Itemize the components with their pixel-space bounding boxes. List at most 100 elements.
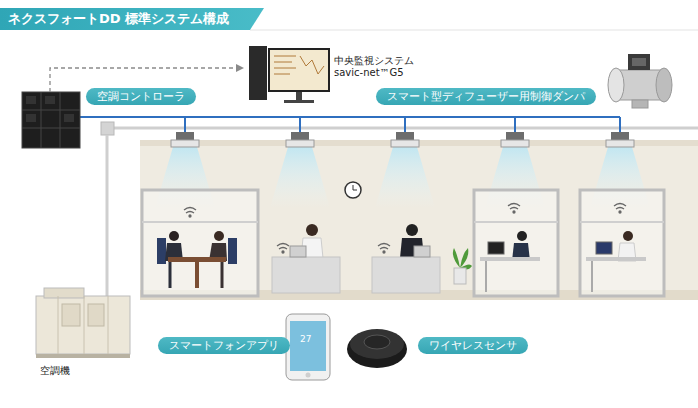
desk-workers-part bbox=[290, 246, 306, 257]
air-handling-unit bbox=[36, 288, 130, 358]
room-workers-part bbox=[480, 257, 540, 261]
label-pill: スマート型ディフューザー用制御ダンパ bbox=[376, 88, 596, 105]
monitoring-pc-part bbox=[268, 48, 330, 92]
controller-cabinet-part bbox=[22, 92, 80, 148]
glass-room-shelves-part bbox=[580, 221, 664, 223]
text-label: savic-net™G5 bbox=[334, 67, 404, 78]
room-workers-part bbox=[517, 231, 527, 241]
plant bbox=[453, 248, 472, 284]
pill-text: スマートフォンアプリ bbox=[158, 337, 290, 354]
control-wiring bbox=[80, 117, 620, 133]
room-workers-part bbox=[623, 231, 633, 241]
monitoring-pc-part bbox=[296, 92, 302, 100]
damper-unit-part bbox=[628, 54, 650, 70]
glass-room-shelves-part bbox=[142, 221, 258, 223]
room-workers bbox=[480, 231, 646, 292]
damper-unit-part bbox=[608, 68, 624, 102]
controller-cabinet bbox=[22, 92, 80, 148]
air-handling-unit-part bbox=[36, 354, 130, 358]
wall-clock-part bbox=[353, 190, 357, 191]
text-label: 27 bbox=[300, 334, 311, 344]
controller-cabinet-part bbox=[26, 114, 36, 122]
damper-unit bbox=[608, 54, 672, 108]
meeting-people-part bbox=[168, 257, 226, 262]
office-room-part bbox=[140, 140, 698, 300]
wifi-icons-part bbox=[184, 208, 196, 214]
glass-rooms-part bbox=[580, 190, 664, 296]
title-text: ネクスフォートDD 標準システム構成 bbox=[0, 8, 264, 30]
meeting-people-part bbox=[221, 262, 224, 288]
diffusers-part bbox=[391, 140, 419, 147]
diffusers-part bbox=[396, 132, 414, 140]
wireless-sensor-part bbox=[347, 330, 407, 368]
controller-cabinet-part bbox=[22, 92, 80, 148]
duct-line-part bbox=[101, 122, 114, 135]
glass-rooms-part bbox=[142, 190, 258, 296]
duct-line-part bbox=[106, 135, 109, 296]
pill-text: ワイヤレスセンサ bbox=[418, 337, 528, 354]
label-pill: 空調コントローラ bbox=[86, 88, 196, 105]
room-workers-part bbox=[586, 257, 646, 261]
air-handling-unit-part bbox=[44, 288, 84, 298]
meeting-people-part bbox=[169, 231, 179, 241]
meeting-people-part bbox=[157, 238, 166, 264]
control-wiring-part bbox=[619, 117, 621, 133]
diffusers-part bbox=[291, 132, 309, 140]
wifi-icons-part bbox=[383, 251, 385, 253]
room-workers-part bbox=[591, 261, 593, 292]
control-wiring-part bbox=[404, 117, 406, 133]
control-wiring-part bbox=[299, 117, 301, 133]
wall-clock bbox=[345, 182, 361, 198]
label-pill: ワイヤレスセンサ bbox=[418, 337, 528, 354]
air-handling-unit-part bbox=[62, 304, 80, 326]
control-wiring-part bbox=[80, 116, 620, 118]
glass-rooms bbox=[142, 190, 664, 296]
wireless-sensor-part bbox=[350, 329, 404, 359]
smartphone-part bbox=[286, 314, 330, 380]
desk-workers-part bbox=[272, 257, 340, 293]
monitoring-link-part bbox=[236, 64, 244, 72]
wireless-sensor-part bbox=[364, 335, 390, 349]
wall-clock-part bbox=[353, 185, 354, 190]
wifi-icons-part bbox=[277, 244, 289, 250]
desk-workers-part bbox=[372, 257, 440, 293]
control-wiring-part bbox=[514, 117, 516, 133]
smartphone-part bbox=[306, 373, 311, 378]
duct-line bbox=[101, 122, 698, 296]
meeting-people-part bbox=[214, 231, 224, 241]
pill-text: スマート型ディフューザー用制御ダンパ bbox=[376, 88, 596, 105]
smartphone-part bbox=[290, 321, 326, 371]
monitoring-pc-part bbox=[249, 46, 267, 100]
room-workers-part bbox=[596, 242, 612, 254]
wifi-icons-part bbox=[513, 211, 515, 213]
air-handling-unit-part bbox=[36, 296, 130, 354]
wifi-icons-part bbox=[189, 215, 191, 217]
wifi-icons-part bbox=[378, 244, 390, 250]
desk-workers-part bbox=[306, 224, 318, 236]
diffusers-part bbox=[286, 140, 314, 147]
plant-part bbox=[453, 248, 472, 270]
meeting-people-part bbox=[228, 238, 237, 264]
monitoring-pc bbox=[249, 46, 330, 103]
smartphone bbox=[286, 314, 330, 380]
wireless-sensor bbox=[347, 329, 407, 368]
diffusers-part bbox=[375, 147, 435, 208]
wifi-icons-part bbox=[508, 204, 520, 210]
title-banner: ネクスフォートDD 標準システム構成 bbox=[0, 8, 264, 30]
damper-unit-part bbox=[656, 68, 672, 102]
meeting-people-part bbox=[195, 262, 199, 288]
wifi-icons-part bbox=[619, 211, 621, 213]
room-workers-part bbox=[485, 261, 487, 292]
title-rule bbox=[250, 30, 698, 31]
wifi-icons-part bbox=[614, 204, 626, 210]
glass-room-shelves-part bbox=[474, 221, 558, 223]
air-handling-unit-part bbox=[88, 304, 104, 326]
room-workers-part bbox=[488, 242, 504, 254]
monitoring-pc-part bbox=[284, 100, 314, 103]
monitoring-pc-part bbox=[274, 56, 324, 74]
control-wiring-part bbox=[184, 117, 186, 133]
diffusers-part bbox=[270, 147, 330, 208]
desk-workers bbox=[272, 224, 440, 293]
controller-cabinet-part bbox=[64, 114, 74, 122]
